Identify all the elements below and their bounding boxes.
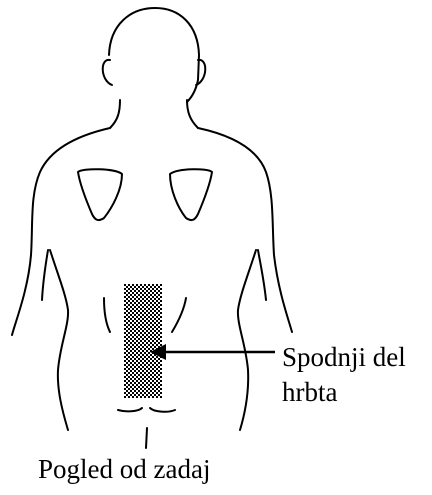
left-hip-mark bbox=[104, 298, 110, 332]
neck-left bbox=[110, 100, 120, 128]
lower-back-highlight bbox=[124, 284, 162, 398]
left-shoulder-blade bbox=[78, 169, 122, 220]
right-shoulder-blade bbox=[170, 169, 212, 220]
left-ear bbox=[103, 60, 112, 85]
cleft-line bbox=[146, 428, 147, 448]
neck-right bbox=[187, 100, 198, 128]
view-caption: Pogled od zadaj bbox=[38, 452, 210, 486]
head-outline bbox=[109, 8, 199, 102]
torso-left-outline bbox=[12, 128, 110, 335]
left-waist bbox=[50, 250, 68, 430]
right-waist bbox=[238, 250, 256, 430]
lower-back-label: Spodnji del hrbta bbox=[282, 340, 406, 410]
torso-right-outline bbox=[198, 128, 292, 332]
lower-back-label-line-1: Spodnji del bbox=[282, 340, 406, 375]
right-buttock-mark bbox=[150, 408, 175, 412]
left-buttock-mark bbox=[118, 408, 142, 411]
right-hip-mark bbox=[172, 298, 186, 332]
right-arm-inner bbox=[258, 250, 266, 300]
lower-back-label-line-2: hrbta bbox=[282, 375, 406, 410]
left-arm-inner bbox=[42, 250, 48, 300]
